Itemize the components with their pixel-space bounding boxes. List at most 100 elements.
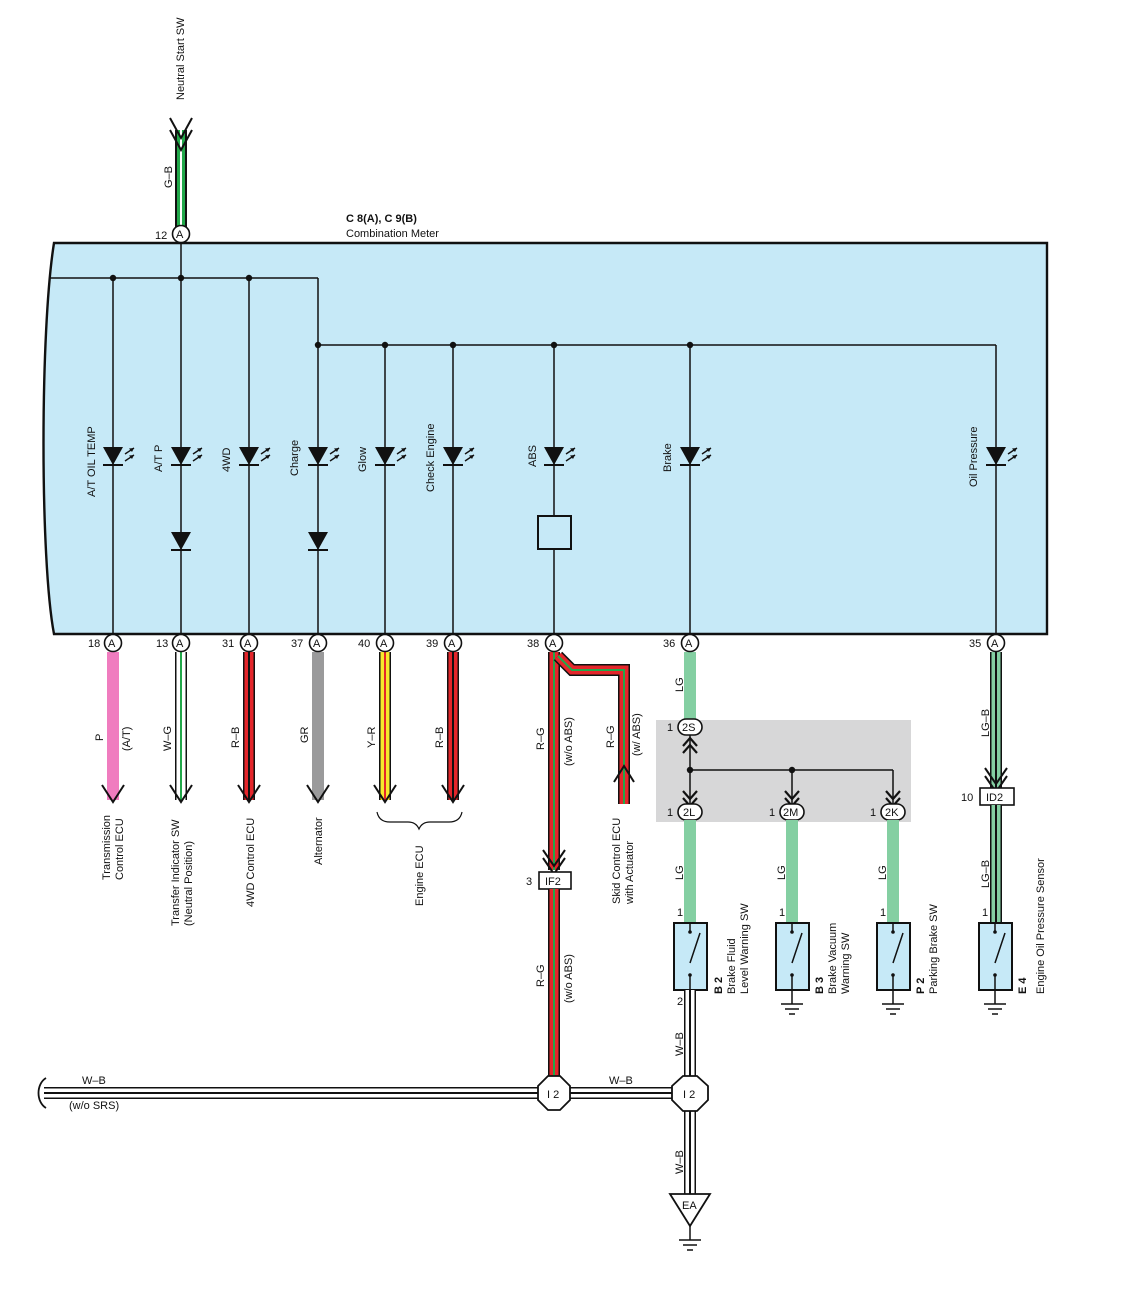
if2-name: IF2 (545, 876, 561, 888)
pin-number-35: 35 (969, 638, 981, 650)
wire-r-g-lower (548, 889, 560, 1077)
wire-label-r-g-lower-note: (w/o ABS) (563, 954, 575, 1003)
i2-junction-left (537, 1075, 571, 1111)
ground-p2-icon (881, 989, 905, 1015)
junction-2l-pin: 1 (667, 807, 673, 819)
pin-number-37: 37 (291, 638, 303, 650)
wire-label-gr: GR (299, 726, 311, 743)
ground-e4-icon (983, 989, 1007, 1015)
wire-label-w-b-left-note: (w/o SRS) (69, 1100, 119, 1112)
junction-2k-pin: 1 (870, 807, 876, 819)
pin-number-18: 18 (88, 638, 100, 650)
switch-p2-id: P 2 (915, 978, 927, 994)
bottom-pin-circles (103, 224, 1006, 653)
wire-w-b-vertical (684, 990, 696, 1194)
lamp-label-charge: Charge (289, 440, 301, 476)
dest-transfer-line1: Transfer Indicator SW (170, 819, 182, 926)
lamp-label-oil-pressure: Oil Pressure (968, 426, 980, 487)
switch-e4-pin1: 1 (982, 907, 988, 919)
pin-number-38: 38 (527, 638, 539, 650)
junction-arrows (682, 736, 901, 808)
switch-p2-line1: Parking Brake SW (928, 904, 940, 994)
dest-skid-line2: with Actuator (624, 841, 636, 905)
pin-conn-40: A (380, 638, 388, 650)
junction-top-pin: 1 (667, 722, 673, 734)
combination-meter-housing (42, 241, 1049, 636)
switch-e4-line1: Engine Oil Pressure Sensor (1035, 858, 1047, 994)
wire-label-r-g-abs: R–G (605, 725, 617, 748)
ground-ea-icon (678, 1225, 702, 1251)
junction-dot-left (686, 766, 694, 774)
neutral-start-wire (169, 117, 193, 227)
wire-w-g (169, 652, 193, 804)
switch-b2-pin2: 2 (677, 996, 683, 1008)
pin-conn-18: A (108, 638, 116, 650)
wire-label-w-b-vert1: W–B (674, 1032, 686, 1056)
switch-b2-id: B 2 (713, 977, 725, 994)
meter-id: C 8(A), C 9(B) (346, 213, 417, 225)
if2-pin: 3 (526, 876, 532, 888)
pin-conn-39: A (448, 638, 456, 650)
ground-point-ea (668, 1193, 712, 1228)
lamp-label-check-engine: Check Engine (425, 424, 437, 493)
i2-right-label: I 2 (683, 1089, 695, 1101)
lamp-label-abs: ABS (527, 445, 539, 467)
wire-label-r-b-engine: R–B (434, 727, 446, 748)
wire-label-lg-36: LG (674, 677, 686, 692)
switch-e4 (978, 922, 1013, 991)
dest-4wd-ecu: 4WD Control ECU (245, 818, 257, 907)
wire-break-icon (37, 1077, 47, 1109)
wire-label-lg-2l: LG (674, 865, 686, 880)
wire-label-w-b-vert2: W–B (674, 1150, 686, 1174)
pin-conn-36: A (685, 638, 693, 650)
wire-gr (306, 652, 330, 804)
wire-lg-meter (684, 652, 696, 720)
abs-module-box (537, 515, 572, 550)
wire-label-y-r: Y–R (366, 727, 378, 748)
pin-conn-35: A (991, 638, 999, 650)
wire-label-lg-b-35: LG–B (980, 709, 992, 737)
dest-transfer-line2: (Neutral Position) (183, 841, 195, 926)
wire-label-w-b-mid: W–B (609, 1075, 633, 1087)
junction-2m-name: 2M (783, 807, 798, 819)
ground-point-label: EA (682, 1200, 697, 1212)
neutral-start-label: Neutral Start SW (175, 17, 187, 100)
wire-label-lg-2m: LG (776, 865, 788, 880)
dest-engine-ecu: Engine ECU (414, 845, 426, 906)
switch-b3-line1: Brake Vacuum (827, 923, 839, 994)
pin-number-39: 39 (426, 638, 438, 650)
ground-b3-icon (780, 989, 804, 1015)
meter-name: Combination Meter (346, 228, 439, 240)
pin-number-40: 40 (358, 638, 370, 650)
dest-transmission-line2: Control ECU (114, 818, 126, 880)
dest-skid-line1: Skid Control ECU (611, 818, 623, 904)
neutral-start-wire-color: G–B (163, 166, 175, 188)
i2-junction-right (671, 1075, 709, 1112)
wire-lg-b-lower (990, 805, 1002, 923)
lamp-label-4wd: 4WD (221, 448, 233, 473)
junction-dot-mid (788, 766, 796, 774)
pin-conn-31: A (244, 638, 252, 650)
pin-conn-37: A (313, 638, 321, 650)
wire-w-b-horizontal (44, 1087, 674, 1099)
switch-b2-pin1: 1 (677, 907, 683, 919)
switch-b3-id: B 3 (814, 977, 826, 994)
junction-top-name: 2S (682, 722, 695, 734)
top-pin-number: 12 (155, 230, 167, 242)
pin-number-31: 31 (222, 638, 234, 650)
dest-alternator: Alternator (313, 817, 325, 865)
lamp-label-at-p: A/T P (153, 445, 165, 472)
switch-b2-line2: Level Warning SW (739, 903, 751, 994)
junction-2k-name: 2K (885, 807, 899, 819)
wire-lg-2m (786, 820, 798, 923)
wire-label-lg-2k: LG (877, 865, 889, 880)
engine-ecu-brace (376, 811, 463, 831)
i2-left-label: I 2 (547, 1089, 559, 1101)
id2-pin: 10 (961, 792, 973, 804)
wire-label-r-g: R–G (535, 727, 547, 750)
lamp-label-brake: Brake (662, 443, 674, 472)
wire-label-w-b-left: W–B (82, 1075, 106, 1087)
wire-p-pink (101, 652, 125, 804)
top-conn-letter: A (176, 229, 184, 241)
